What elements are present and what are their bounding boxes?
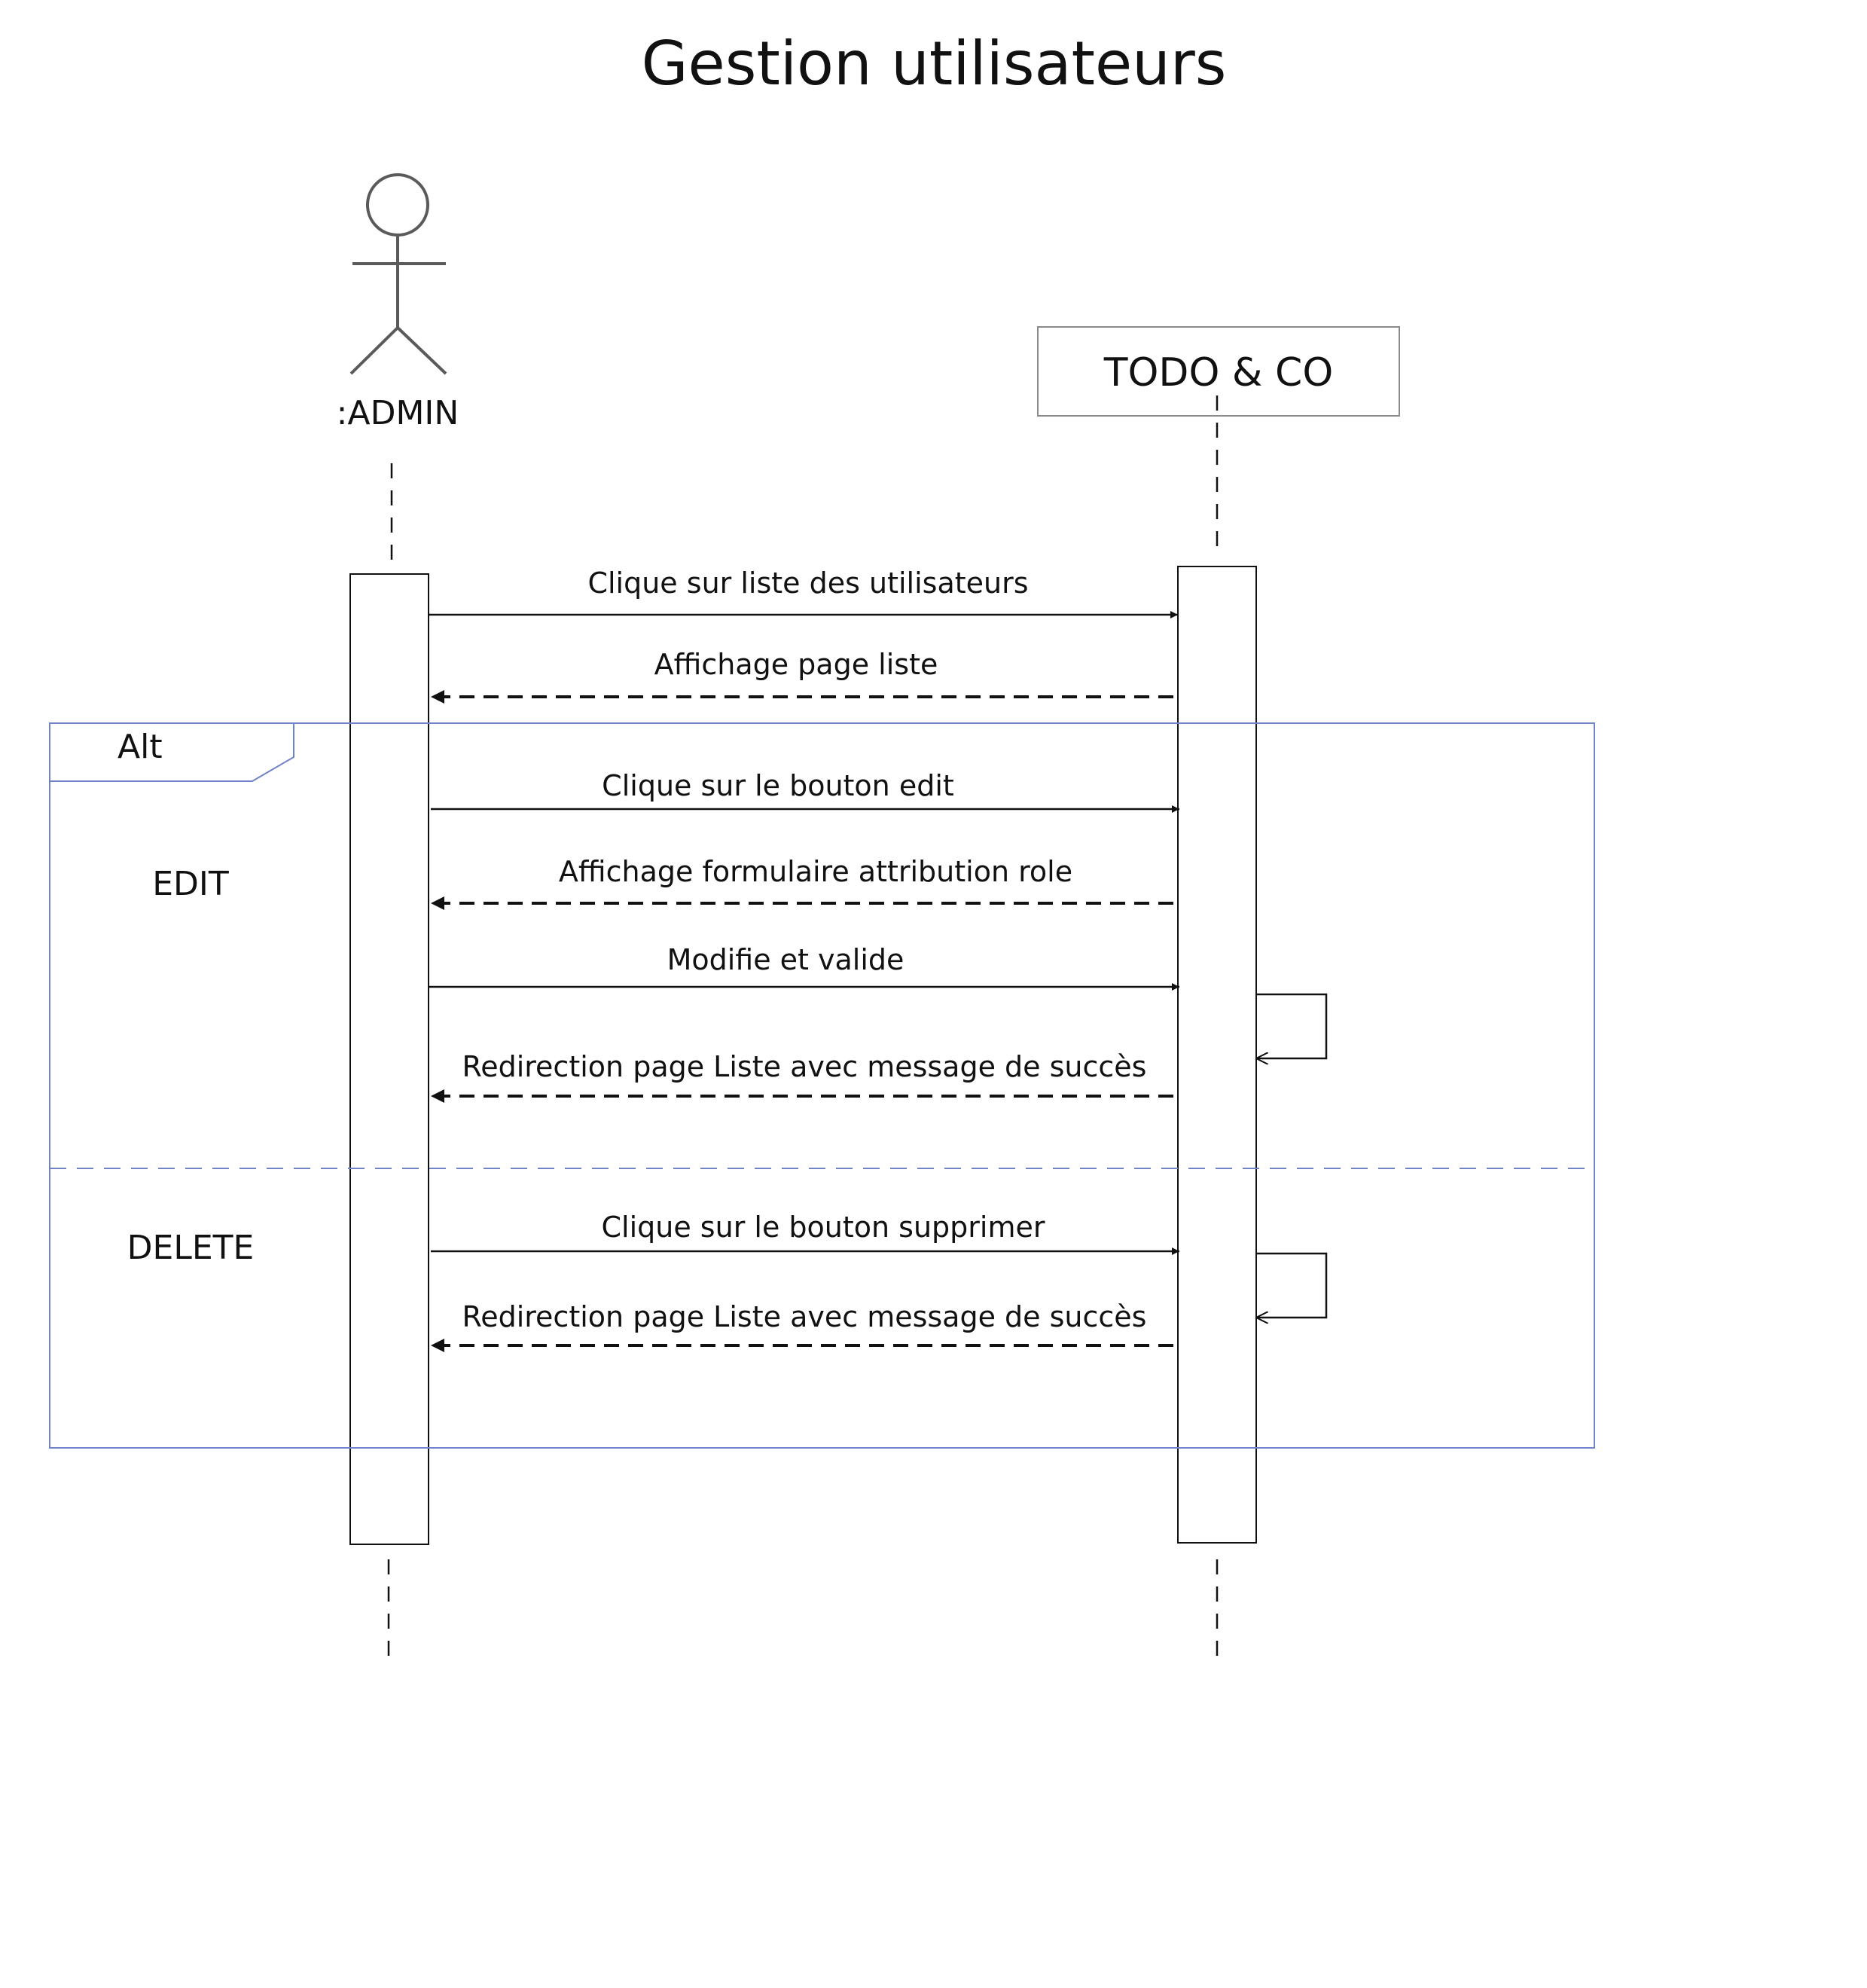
actor-head-icon xyxy=(366,173,429,237)
message-label: Clique sur le bouton supprimer xyxy=(602,1211,1045,1244)
message-label: Clique sur le bouton edit xyxy=(602,769,954,802)
message-label: Clique sur liste des utilisateurs xyxy=(587,566,1028,600)
message-label: Redirection page Liste avec message de s… xyxy=(462,1050,1147,1083)
message-label: Affichage page liste xyxy=(654,648,938,681)
actor-left-leg xyxy=(349,326,399,375)
actor-admin xyxy=(349,173,447,375)
message-2: Affichage page liste xyxy=(431,648,1173,704)
activation-bar-admin xyxy=(349,573,429,1545)
message-label: Redirection page Liste avec message de s… xyxy=(462,1300,1147,1333)
message-5: Modifie et valide xyxy=(429,943,1179,991)
message-4: Affichage formulaire attribution role xyxy=(431,855,1173,910)
message-label: Affichage formulaire attribution role xyxy=(559,855,1072,888)
message-3: Clique sur le bouton edit xyxy=(431,769,1179,813)
alt-frame xyxy=(49,722,1595,1449)
self-message-edit xyxy=(1256,993,1328,1058)
message-6: Redirection page Liste avec message de s… xyxy=(431,1050,1173,1103)
participant-system-label: TODO & CO xyxy=(1103,350,1334,395)
actor-right-leg xyxy=(396,326,447,375)
operand-delete-label: DELETE xyxy=(127,1229,255,1267)
alt-operator-tab xyxy=(50,723,294,782)
actor-admin-label: :ADMIN xyxy=(337,394,459,432)
message-label: Modifie et valide xyxy=(667,943,905,976)
message-7: Clique sur le bouton supprimer xyxy=(431,1211,1179,1255)
alt-operator-label: Alt xyxy=(117,728,163,766)
diagram-title: Gestion utilisateurs xyxy=(642,29,1227,99)
alt-fragment: Alt EDIT DELETE xyxy=(49,722,1595,1449)
message-8: Redirection page Liste avec message de s… xyxy=(431,1300,1173,1352)
participant-box-system xyxy=(1037,326,1400,417)
self-message-delete xyxy=(1256,1252,1328,1318)
message-1: Clique sur liste des utilisateurs xyxy=(429,566,1178,618)
activation-bar-system xyxy=(1177,566,1257,1544)
operand-edit-label: EDIT xyxy=(152,865,229,903)
